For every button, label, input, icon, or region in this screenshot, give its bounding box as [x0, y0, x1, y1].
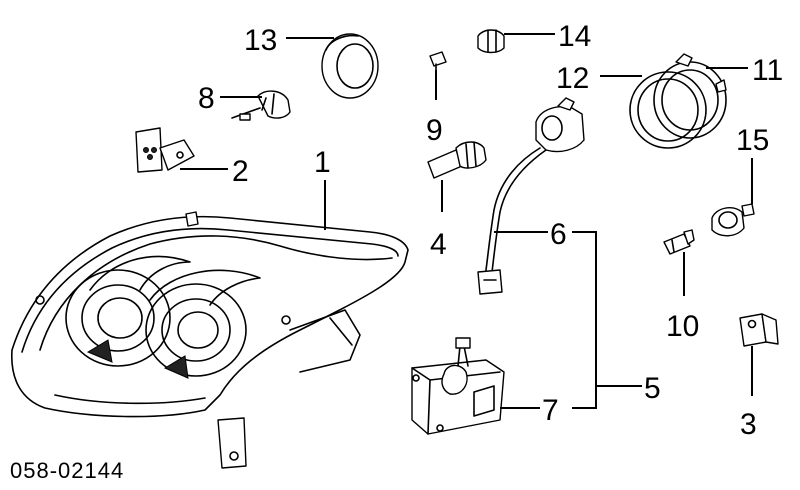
callout-2: 2 [232, 155, 249, 188]
ballast-unit-icon[interactable] [411, 337, 505, 435]
callout-4: 4 [430, 228, 447, 261]
ring-icon-11[interactable] [653, 53, 727, 139]
callout-13: 13 [244, 24, 277, 57]
cap-icon[interactable] [321, 33, 379, 99]
bulb-socket-icon[interactable] [231, 90, 291, 121]
callout-5: 5 [644, 372, 661, 405]
side-bulb-icon[interactable] [663, 229, 695, 255]
screw-icon[interactable] [429, 51, 447, 71]
diagram-code: 058-02144 [10, 458, 124, 483]
callout-12: 12 [556, 62, 589, 95]
callout-7: 7 [542, 394, 559, 427]
callout-10: 10 [666, 310, 699, 343]
small-bulb-icon[interactable] [477, 29, 505, 54]
headlight-assembly-icon[interactable] [11, 211, 409, 469]
socket-icon[interactable] [711, 203, 755, 237]
ring-icon-12[interactable] [629, 71, 707, 149]
callout-8: 8 [198, 82, 215, 115]
callout-1: 1 [314, 146, 331, 179]
igniter-harness-icon[interactable] [477, 97, 585, 295]
callout-14: 14 [558, 20, 591, 53]
callout-3: 3 [740, 408, 757, 441]
callout-9: 9 [426, 114, 443, 147]
callout-6: 6 [550, 218, 567, 251]
callout-11: 11 [752, 54, 783, 87]
clip-icon[interactable] [739, 313, 779, 347]
bracket-icon[interactable] [135, 127, 195, 173]
bulb-icon[interactable] [427, 141, 487, 179]
callout-15: 15 [736, 124, 769, 157]
